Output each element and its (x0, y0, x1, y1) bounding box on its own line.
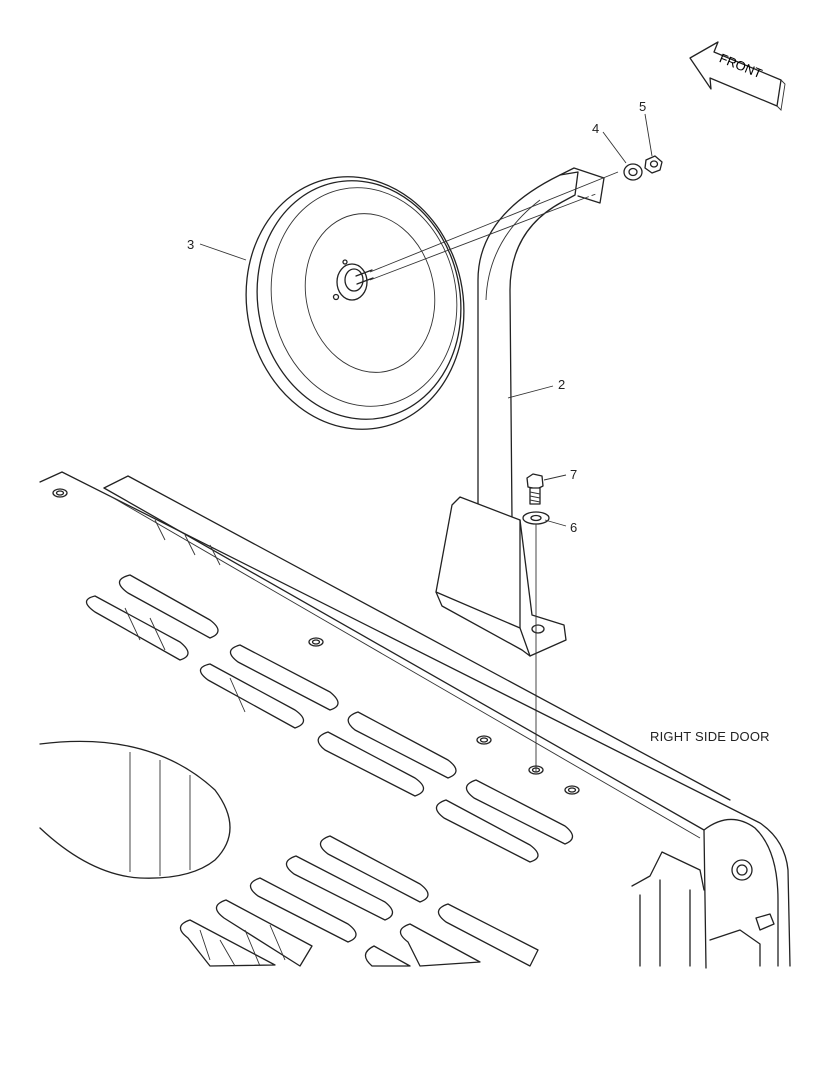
callout-7: 7 (570, 467, 578, 482)
washer-6 (522, 511, 550, 525)
front-arrow: FRONT (689, 41, 786, 111)
right-side-door-panel (39, 471, 791, 969)
washer-4 (623, 163, 643, 181)
bolt-7 (526, 473, 544, 505)
callout-4: 4 (592, 121, 600, 136)
nut-5 (644, 155, 663, 174)
callout-6: 6 (570, 520, 578, 535)
callout-3: 3 (187, 237, 195, 252)
callout-2: 2 (558, 377, 566, 392)
mirror (245, 176, 465, 430)
callout-5: 5 (639, 99, 647, 114)
mirror-arm (435, 167, 605, 657)
right-side-door-label: RIGHT SIDE DOOR (650, 729, 770, 744)
